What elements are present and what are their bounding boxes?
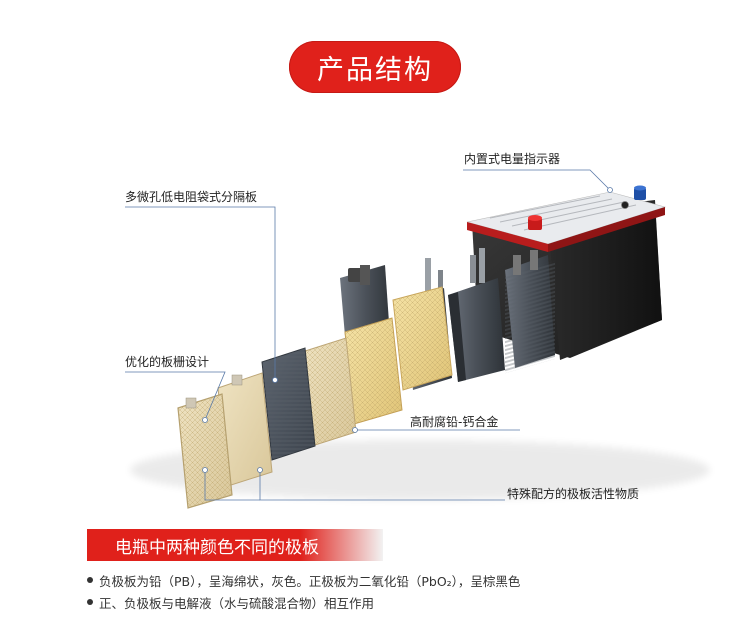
bullet-text: 正、负极板与电解液（水与硫酸混合物）相互作用 [99, 595, 375, 611]
cell-stack-inner [505, 250, 555, 374]
grid-plate-front [177, 393, 233, 509]
label-indicator: 内置式电量指示器 [464, 152, 561, 166]
cell-stack-mid [448, 248, 505, 382]
charge-indicator-icon [621, 201, 629, 209]
bullet-text: 负极板为铅（PB），呈海绵状，灰色。正极板为二氧化铅（PbO₂），呈棕黑色 [99, 573, 521, 589]
list-item: 负极板为铅（PB），呈海绵状，灰色。正极板为二氧化铅（PbO₂），呈棕黑色 [87, 569, 520, 591]
plate-tan-3 [301, 337, 357, 447]
bullet-list: 负极板为铅（PB），呈海绵状，灰色。正极板为二氧化铅（PbO₂），呈棕黑色 正、… [87, 569, 520, 613]
bullet-dot-icon [87, 599, 93, 605]
bullet-dot-icon [87, 577, 93, 583]
separator-envelope-back [392, 286, 453, 391]
section-banner-text: 电瓶中两种颜色不同的极板 [115, 537, 319, 558]
negative-plate-dark [261, 347, 316, 461]
lid-ridges [489, 195, 637, 231]
label-active-material: 特殊配方的极板活性物质 [507, 487, 640, 501]
section-banner: 电瓶中两种颜色不同的极板 [87, 529, 383, 561]
positive-plate-front [344, 317, 403, 425]
callout-leaders [125, 169, 611, 501]
negative-terminal [528, 218, 542, 230]
page-title: 产品结构 [289, 41, 461, 93]
label-separator: 多微孔低电阻袋式分隔板 [125, 190, 258, 204]
list-item: 正、负极板与电解液（水与硫酸混合物）相互作用 [87, 591, 520, 613]
callout-points [202, 187, 613, 473]
positive-terminal [634, 188, 646, 200]
label-grid: 优化的板栅设计 [125, 355, 210, 369]
label-alloy: 高耐腐铅-钙合金 [410, 415, 499, 429]
